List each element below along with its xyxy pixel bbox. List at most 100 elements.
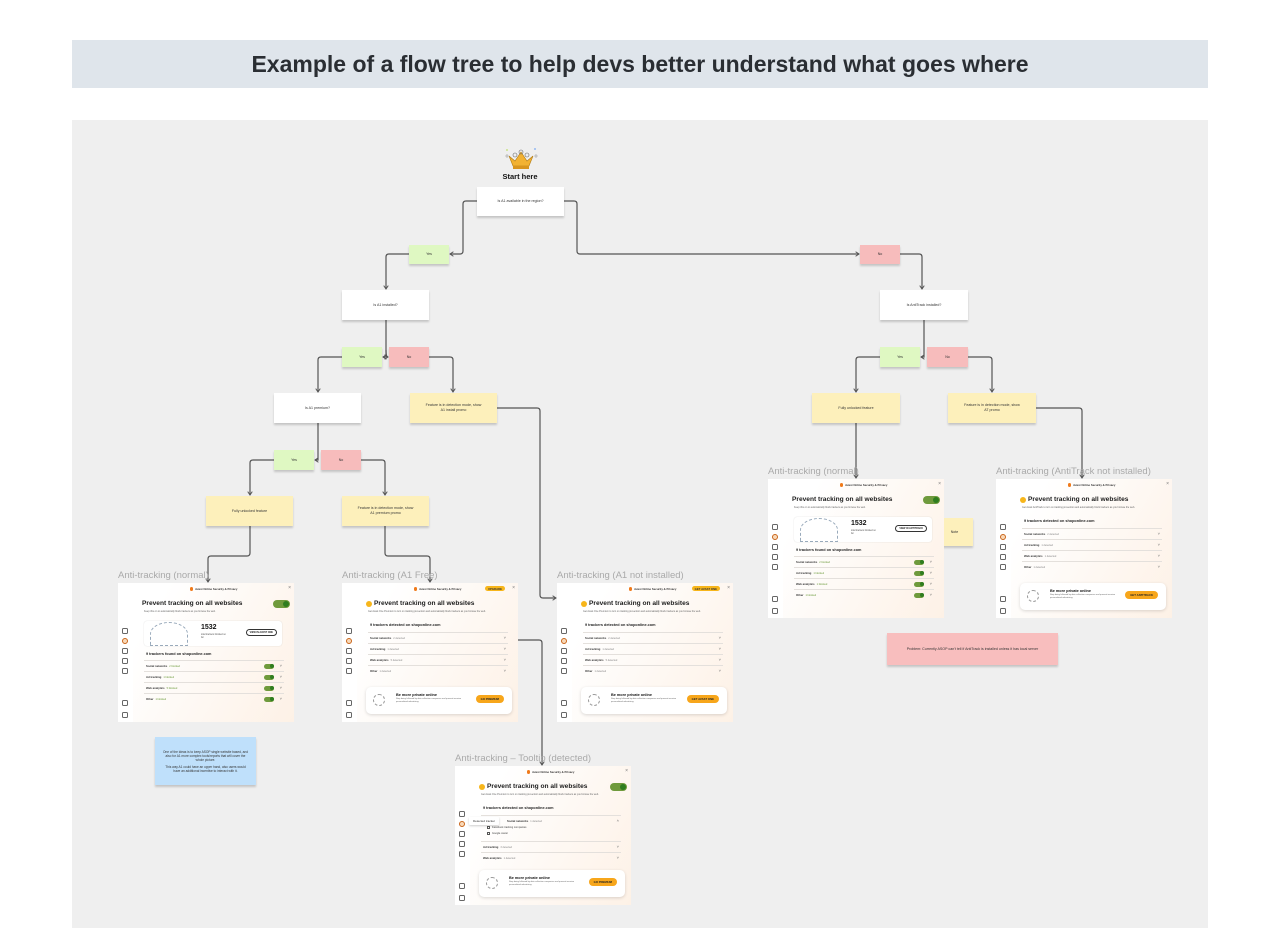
chevron-down-icon[interactable]: ˅ xyxy=(503,657,506,662)
home-icon[interactable] xyxy=(346,628,352,634)
chevron-down-icon[interactable]: ˅ xyxy=(929,570,932,575)
update-icon[interactable] xyxy=(772,564,778,570)
settings-icon[interactable] xyxy=(561,712,567,718)
chevron-down-icon[interactable]: ˅ xyxy=(718,668,721,673)
chevron-down-icon[interactable]: ˅ xyxy=(279,674,282,679)
home-icon[interactable] xyxy=(1000,524,1006,530)
browser-icon[interactable] xyxy=(459,841,465,847)
category-toggle[interactable] xyxy=(264,663,274,669)
chevron-down-icon[interactable]: ˅ xyxy=(279,663,282,668)
chevron-down-icon[interactable]: ˅ xyxy=(616,844,619,849)
tracking-icon[interactable] xyxy=(459,821,465,827)
history-icon[interactable] xyxy=(459,883,465,889)
category-toggle[interactable] xyxy=(914,570,924,576)
update-icon[interactable] xyxy=(346,668,352,674)
header-cta-badge[interactable]: UPGRADE xyxy=(485,586,505,592)
chevron-down-icon[interactable]: ˅ xyxy=(1157,553,1160,558)
chevron-down-icon[interactable]: ˅ xyxy=(718,646,721,651)
close-icon[interactable]: × xyxy=(288,585,291,591)
update-icon[interactable] xyxy=(459,851,465,857)
chevron-down-icon[interactable]: ˅ xyxy=(503,635,506,640)
search-icon[interactable] xyxy=(561,648,567,654)
search-icon[interactable] xyxy=(459,831,465,837)
promo-cta-button[interactable]: GET ANTITRACK xyxy=(1125,591,1158,599)
close-icon[interactable]: × xyxy=(1166,481,1169,487)
chevron-down-icon[interactable]: ˅ xyxy=(279,696,282,701)
history-icon[interactable] xyxy=(1000,596,1006,602)
chevron-down-icon[interactable]: ˅ xyxy=(503,646,506,651)
view-in-app-button[interactable]: VIEW IN ANTITRACK xyxy=(895,525,927,532)
close-icon[interactable]: × xyxy=(938,481,941,487)
tracking-icon[interactable] xyxy=(122,638,128,644)
chevron-down-icon[interactable]: ˅ xyxy=(1157,531,1160,536)
history-icon[interactable] xyxy=(772,596,778,602)
browser-icon[interactable] xyxy=(561,658,567,664)
chevron-down-icon[interactable]: ˅ xyxy=(929,559,932,564)
category-toggle[interactable] xyxy=(914,559,924,565)
header-cta-badge[interactable]: GET AVAST ONE xyxy=(691,586,720,592)
search-icon[interactable] xyxy=(772,544,778,550)
settings-icon[interactable] xyxy=(346,712,352,718)
close-icon[interactable]: × xyxy=(625,768,628,774)
settings-icon[interactable] xyxy=(772,608,778,614)
chevron-down-icon[interactable]: ˅ xyxy=(616,855,619,860)
category-toggle[interactable] xyxy=(264,674,274,680)
feature-toggle[interactable] xyxy=(923,496,940,504)
category-toggle[interactable] xyxy=(914,592,924,598)
update-icon[interactable] xyxy=(122,668,128,674)
history-icon[interactable] xyxy=(122,700,128,706)
search-icon[interactable] xyxy=(346,648,352,654)
search-icon[interactable] xyxy=(1000,544,1006,550)
promo-cta-button[interactable]: GET AVAST ONE xyxy=(686,695,719,703)
chevron-down-icon[interactable]: ˅ xyxy=(929,592,932,597)
chevron-down-icon[interactable]: ˅ xyxy=(1157,542,1160,547)
chevron-up-icon[interactable]: ˄ xyxy=(616,818,619,823)
browser-icon[interactable] xyxy=(1000,554,1006,560)
browser-icon[interactable] xyxy=(122,658,128,664)
tracking-icon[interactable] xyxy=(772,534,778,540)
home-icon[interactable] xyxy=(561,628,567,634)
chevron-down-icon[interactable]: ˅ xyxy=(279,685,282,690)
search-icon[interactable] xyxy=(122,648,128,654)
tracking-icon[interactable] xyxy=(561,638,567,644)
home-icon[interactable] xyxy=(122,628,128,634)
chevron-down-icon[interactable]: ˅ xyxy=(718,635,721,640)
close-icon[interactable]: × xyxy=(727,585,730,591)
promo-cta-button[interactable]: GO PREMIUM xyxy=(475,695,504,703)
settings-icon[interactable] xyxy=(459,895,465,901)
tracking-icon[interactable] xyxy=(1000,534,1006,540)
chevron-down-icon[interactable]: ˅ xyxy=(929,581,932,586)
promo-cta-button[interactable]: GO PREMIUM xyxy=(588,878,617,886)
history-icon[interactable] xyxy=(561,700,567,706)
chevron-down-icon[interactable]: ˅ xyxy=(1157,564,1160,569)
close-icon[interactable]: × xyxy=(512,585,515,591)
feature-toggle[interactable] xyxy=(273,600,290,608)
view-in-app-button[interactable]: VIEW IN AVAST ONE xyxy=(245,629,277,636)
chevron-down-icon[interactable]: ˅ xyxy=(718,657,721,662)
browser-icon[interactable] xyxy=(772,554,778,560)
history-icon[interactable] xyxy=(346,700,352,706)
category-toggle[interactable] xyxy=(914,581,924,587)
browser-icon[interactable] xyxy=(346,658,352,664)
